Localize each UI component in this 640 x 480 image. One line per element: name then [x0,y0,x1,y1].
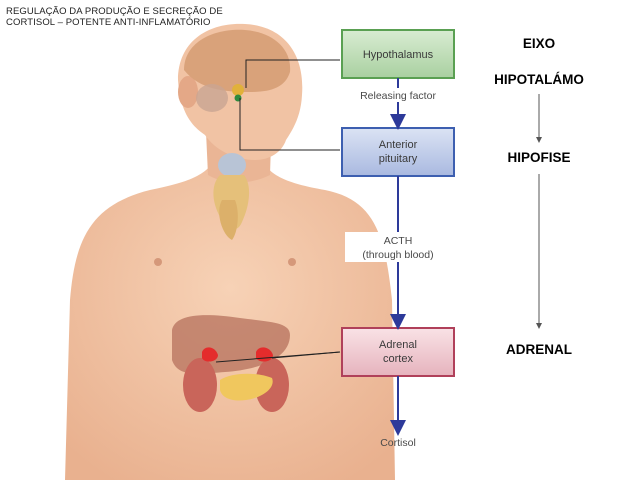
label-eixo: EIXO [522,36,556,51]
acth-through-blood-label: (through blood) [362,249,433,261]
hypothalamus-leader-line [245,59,340,88]
leader-lines [215,59,341,363]
hypothalamus-label: Hypothalamus [363,49,434,61]
hypothalamus-box: Hypothalamus [341,29,455,79]
label-adrenal: ADRENAL [506,342,572,357]
acth-label: ACTH [384,235,413,247]
anterior-pituitary-label-line-1: Anterior [379,139,418,151]
pituitary-leader-line [239,98,340,151]
adrenal-cortex-box: Adrenal cortex [341,327,455,377]
cortisol-label: Cortisol [380,437,416,449]
anterior-pituitary-label-line-2: pituitary [379,153,418,165]
human-body-illustration [65,23,395,480]
label-hipotalamo: HIPOTALÁMO [494,72,584,87]
releasing-factor-label: Releasing factor [360,90,436,102]
adrenal-cortex-label-line-1: Adrenal [379,339,417,351]
adrenal-leader-line-2 [271,351,341,359]
diagram-title-line-2: CORTISOL – POTENTE ANTI-INFLAMATÓRIO [6,17,211,28]
anterior-pituitary-box: Anterior pituitary [341,127,455,177]
adrenal-cortex-label-line-2: cortex [383,353,413,365]
diagram-title-line-1: REGULAÇÃO DA PRODUÇÃO E SECREÇÃO DE [6,6,223,17]
label-hipofise: HIPOFISE [507,150,571,165]
